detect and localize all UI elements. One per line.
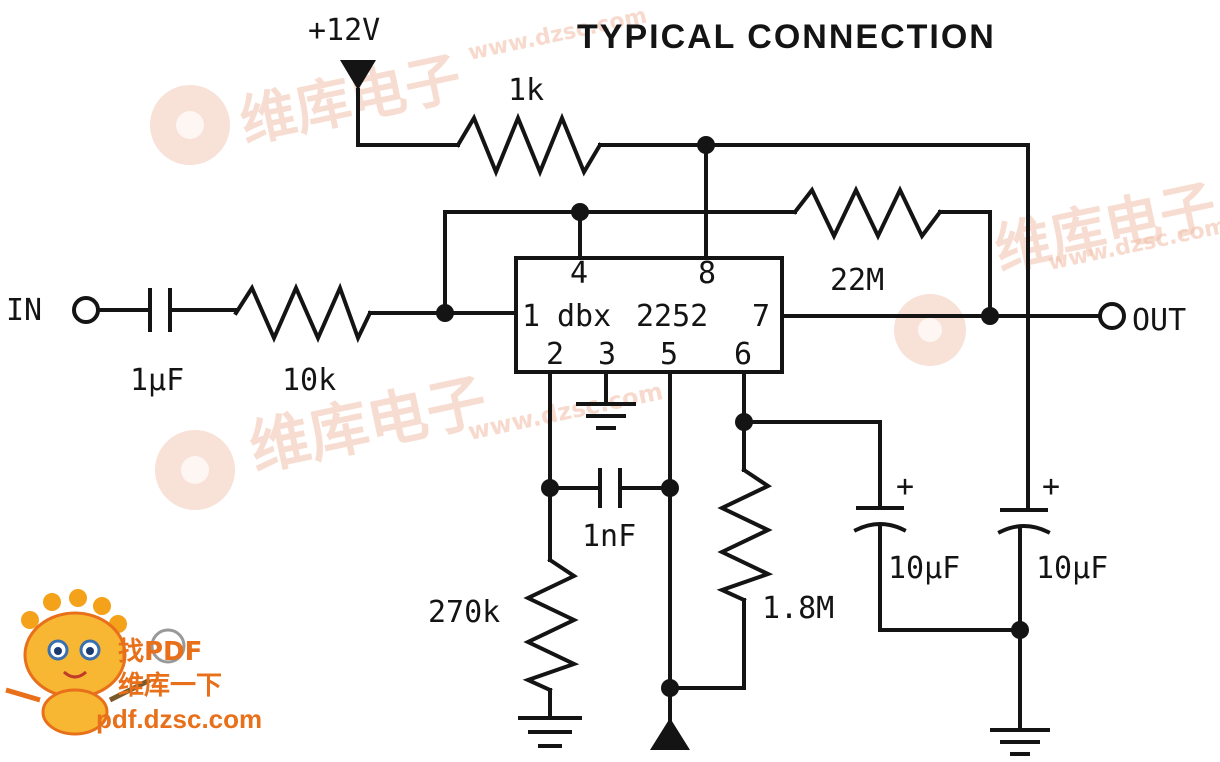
watermark-text-2: 维库电子 <box>244 366 493 484</box>
supply-label: +12V <box>308 13 380 48</box>
ground-icon-pin3 <box>576 402 636 430</box>
resistor-10k-label: 10k <box>282 363 336 398</box>
resistor-1-8m <box>716 467 774 603</box>
capacitor-1nf <box>598 468 622 508</box>
resistor-10k <box>233 282 373 344</box>
capacitor-1uf <box>148 288 172 332</box>
capacitor-1uf-label: 1µF <box>130 363 184 398</box>
site-logo: 找PDF 维库一下 pdf.dzsc.com <box>5 589 262 736</box>
ic-pin-8-label: 8 <box>698 256 716 291</box>
diagram-title: TYPICAL CONNECTION <box>577 18 996 56</box>
ic-pin-6-label: 6 <box>734 337 752 372</box>
capacitor-10uf-a-plus: + <box>896 469 914 504</box>
ic-pin-2-label: 2 <box>546 337 564 372</box>
ic-number-label: 2252 <box>636 299 708 334</box>
logo-line1: 找PDF <box>118 637 202 667</box>
resistor-1-8m-label: 1.8M <box>762 591 834 626</box>
output-label: OUT <box>1132 303 1186 338</box>
logo-url: pdf.dzsc.com <box>96 704 262 734</box>
resistor-1k <box>455 112 603 178</box>
triangle-ground-icon <box>650 718 690 750</box>
output-terminal-icon <box>1098 302 1126 330</box>
capacitor-10uf-a-label: 10µF <box>888 551 960 586</box>
ground-icon-10uf <box>990 728 1050 756</box>
resistor-270k <box>522 557 580 693</box>
watermark-logo-2 <box>155 430 235 510</box>
watermark-url-2: www.dzsc.com <box>465 377 665 446</box>
capacitor-10uf-a <box>853 506 907 533</box>
ic-pin-5-label: 5 <box>660 337 678 372</box>
capacitor-10uf-b-plus: + <box>1042 469 1060 504</box>
ground-icon-270k <box>518 716 582 748</box>
capacitor-10uf-b-label: 10µF <box>1036 551 1108 586</box>
ic-pin-3-label: 3 <box>598 337 616 372</box>
mascot-icon <box>5 589 152 736</box>
resistor-1k-label: 1k <box>508 73 544 108</box>
capacitor-1nf-label: 1nF <box>582 519 636 554</box>
ic-dbx-2252 <box>514 256 784 374</box>
capacitor-10uf-b <box>997 508 1051 535</box>
junctions <box>436 136 1029 697</box>
watermark-logo-3 <box>894 294 966 366</box>
ic-pin-4-label: 4 <box>570 256 588 291</box>
supply-arrow-icon <box>340 60 376 90</box>
resistor-22m-label: 22M <box>830 263 884 298</box>
input-label: IN <box>6 293 42 328</box>
logo-line2: 维库一下 <box>118 670 222 701</box>
ic-pin-1-label: 1 <box>522 299 540 334</box>
ic-part-label: dbx <box>557 299 611 334</box>
magnifier-icon <box>150 628 186 664</box>
input-terminal-icon <box>72 296 100 324</box>
ic-pin-7-label: 7 <box>752 299 770 334</box>
resistor-22m <box>792 185 943 241</box>
watermark-logo-1 <box>150 85 230 165</box>
resistor-270k-label: 270k <box>428 595 500 630</box>
